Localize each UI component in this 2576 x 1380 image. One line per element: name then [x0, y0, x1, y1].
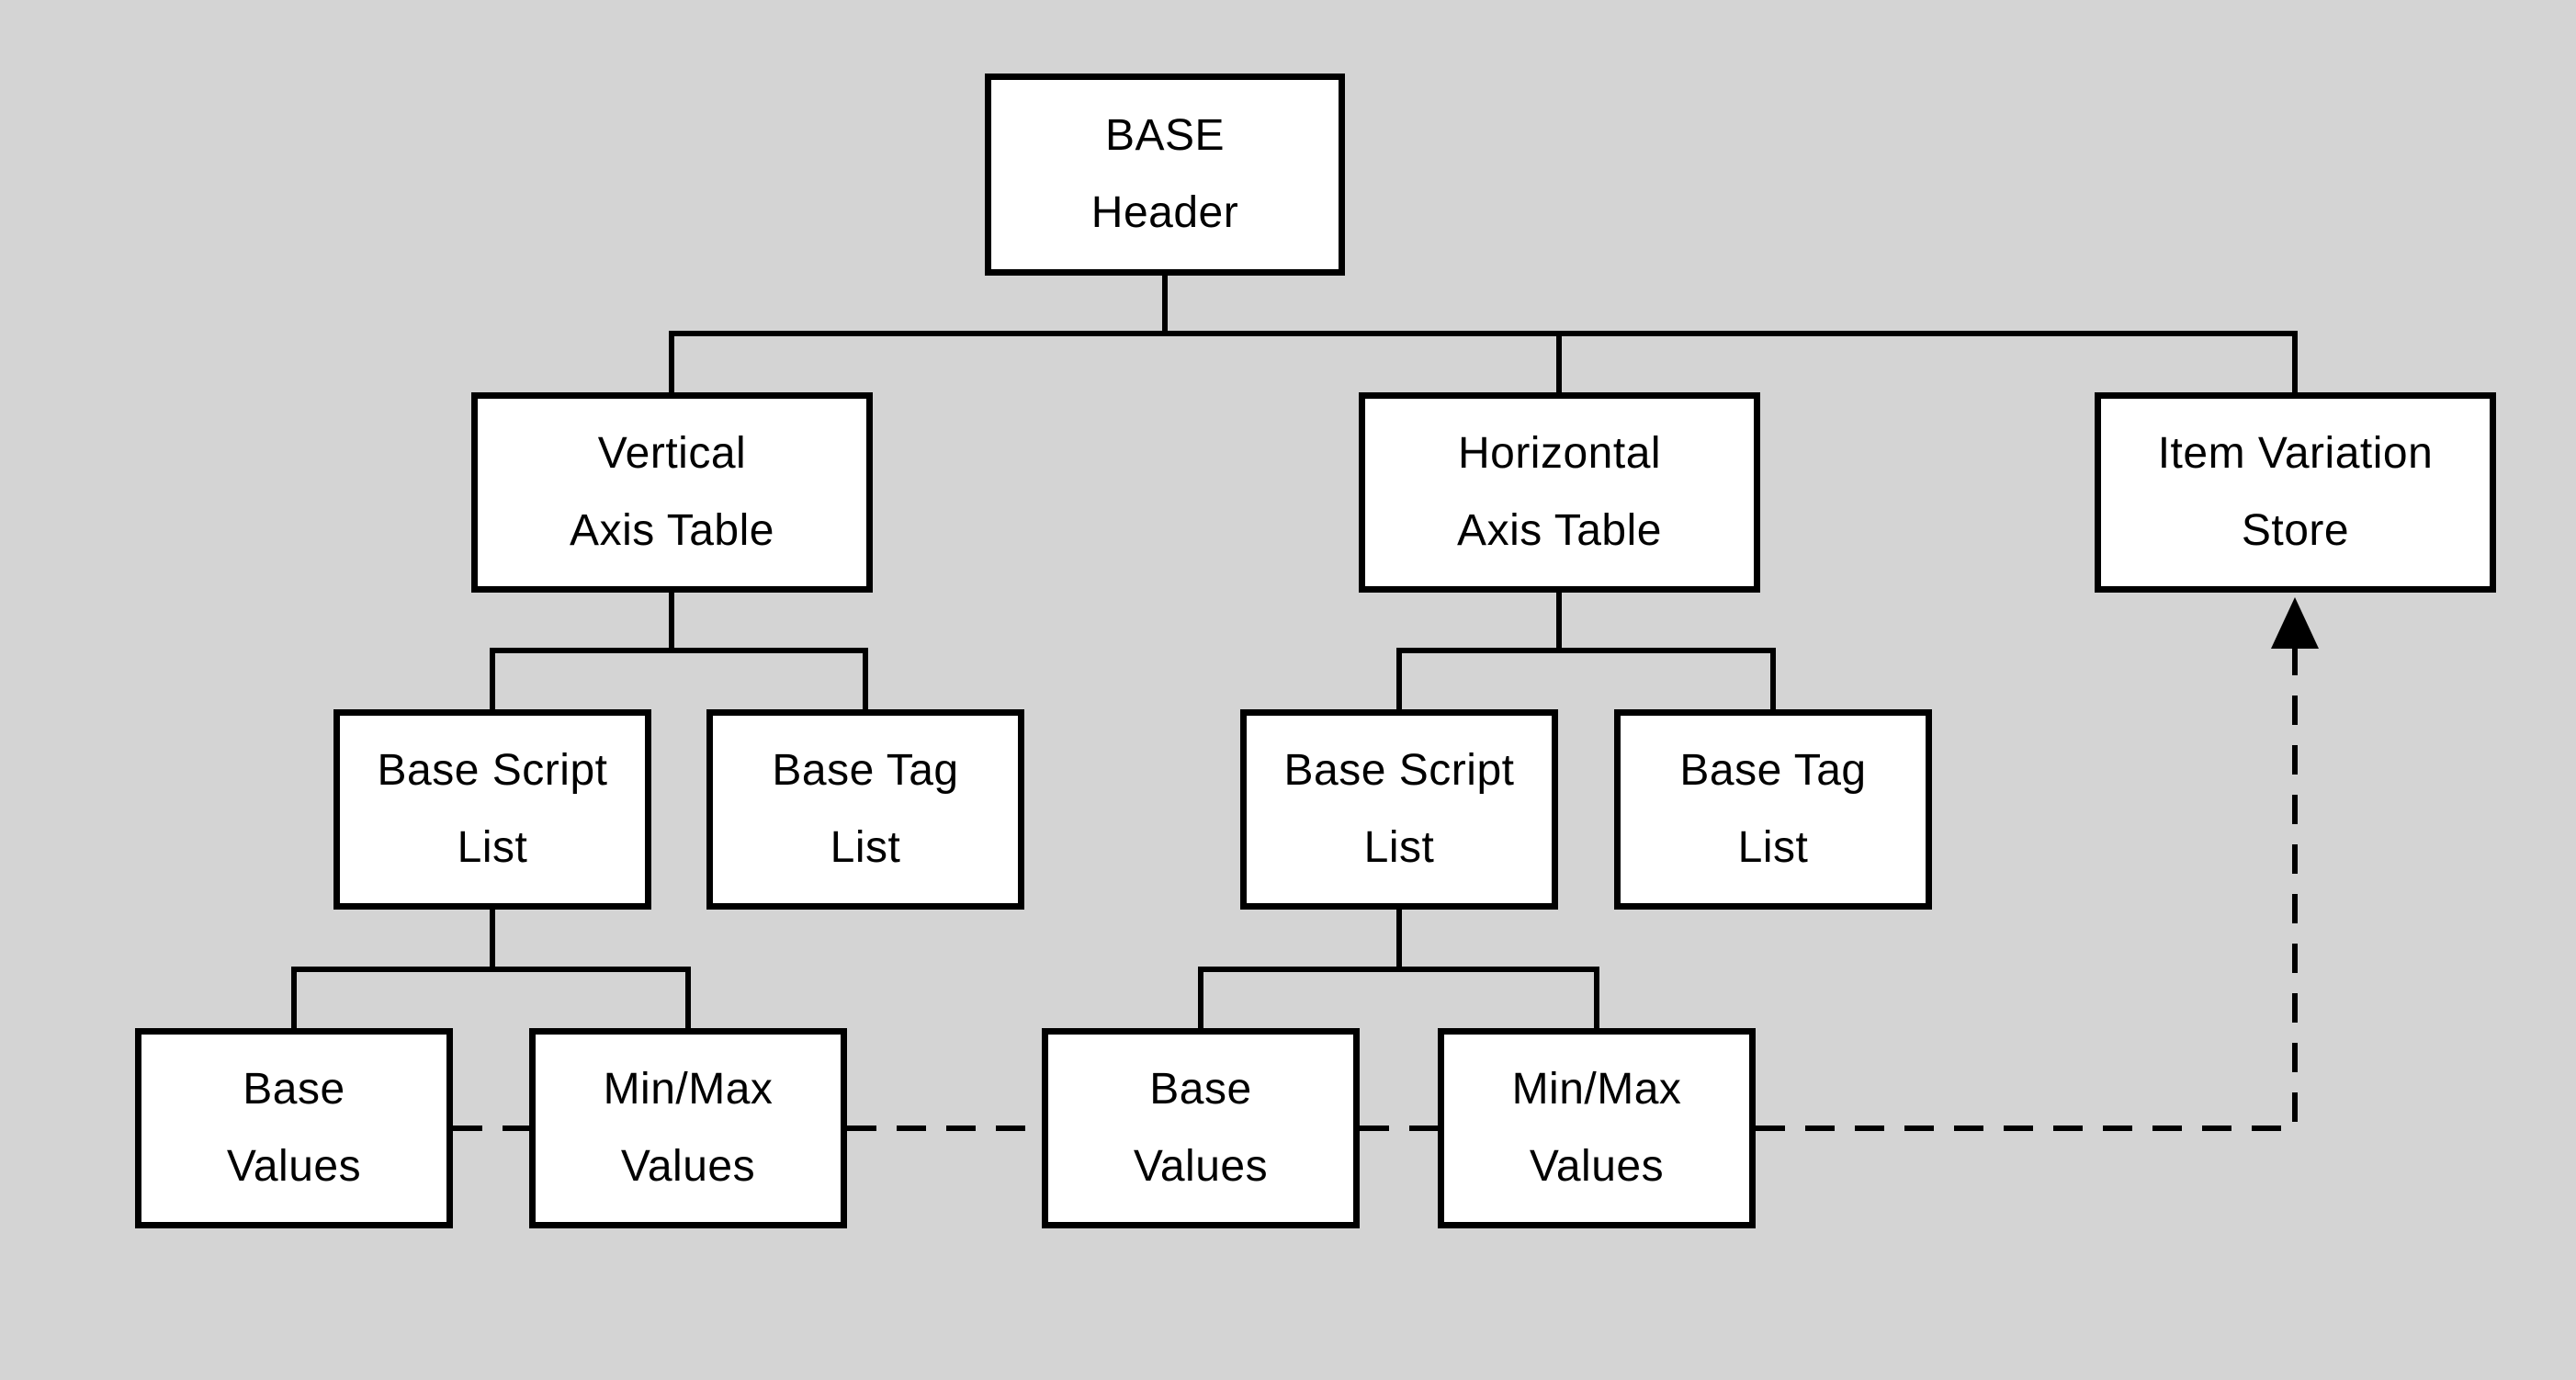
node-label: Vertical Axis Table — [570, 429, 774, 555]
node-label: Base Tag List — [772, 746, 959, 872]
tree-connector-lines — [291, 276, 2298, 1028]
node-vertical-minmax-values: Min/Max Values — [529, 1028, 847, 1228]
node-horizontal-minmax-values: Min/Max Values — [1438, 1028, 1756, 1228]
node-item-variation-store: Item Variation Store — [2095, 392, 2496, 593]
node-horizontal-base-tag-list: Base Tag List — [1614, 709, 1932, 910]
node-horizontal-axis-table: Horizontal Axis Table — [1359, 392, 1760, 593]
node-vertical-base-tag-list: Base Tag List — [706, 709, 1024, 910]
node-label: Horizontal Axis Table — [1457, 429, 1662, 555]
node-label: Item Variation Store — [2157, 429, 2434, 555]
arrow-up-icon — [2271, 597, 2319, 649]
node-vertical-base-script-list: Base Script List — [333, 709, 651, 910]
node-label: Base Values — [1133, 1065, 1269, 1191]
node-horizontal-base-script-list: Base Script List — [1240, 709, 1558, 910]
node-label: Base Tag List — [1679, 746, 1867, 872]
node-label: BASE Header — [1090, 111, 1239, 237]
node-label: Min/Max Values — [1511, 1065, 1682, 1191]
node-vertical-axis-table: Vertical Axis Table — [471, 392, 873, 593]
node-label: Base Script List — [377, 746, 608, 872]
node-base-header: BASE Header — [985, 74, 1345, 276]
node-vertical-base-values: Base Values — [135, 1028, 453, 1228]
node-label: Min/Max Values — [603, 1065, 774, 1191]
node-label: Base Values — [226, 1065, 362, 1191]
node-label: Base Script List — [1283, 746, 1515, 872]
node-horizontal-base-values: Base Values — [1042, 1028, 1360, 1228]
